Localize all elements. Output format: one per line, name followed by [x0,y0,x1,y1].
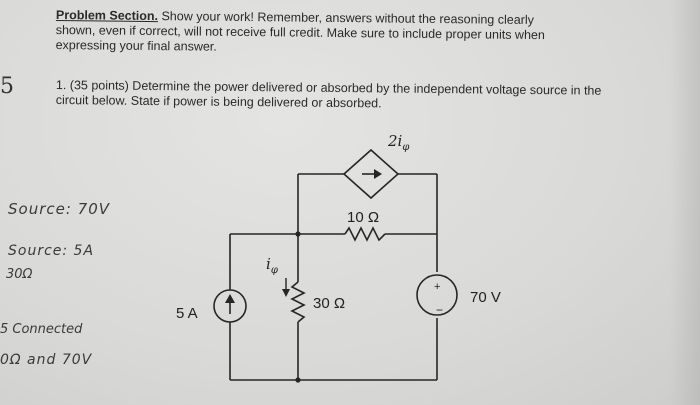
handwritten-note-3: 30Ω [6,267,33,282]
margin-note: 5 [0,74,14,99]
current-label: iφ [266,255,278,276]
voltage-source-label: 70 V [470,289,501,306]
handwritten-note-1: Source: 70V [8,200,111,218]
resistor-10-ohm [344,226,386,242]
vs-plus-sign: + [434,281,441,293]
handwritten-note-2: Source: 5A [8,243,95,259]
vs-minus-sign: − [436,303,444,317]
handwritten-note-5: 0Ω and 70V [0,352,93,368]
voltage-source-symbol [416,274,458,316]
handwritten-note-4: 5 Connected [0,322,83,337]
paper-edge [670,0,700,405]
current-source-label: 5 A [176,305,198,322]
r2-label: 30 Ω [313,295,346,312]
r1-label: 10 Ω [347,209,380,226]
current-source-symbol [213,289,247,323]
node-bottom [295,377,301,383]
resistor-30-ohm [290,281,306,323]
cs-arrow-icon [225,294,235,303]
dep-arrow-icon [374,169,382,179]
dep-source-label: 2iφ [388,132,410,153]
current-arrow-icon [282,289,290,297]
node-mid [295,231,301,237]
dependent-source-diamond [342,148,400,200]
